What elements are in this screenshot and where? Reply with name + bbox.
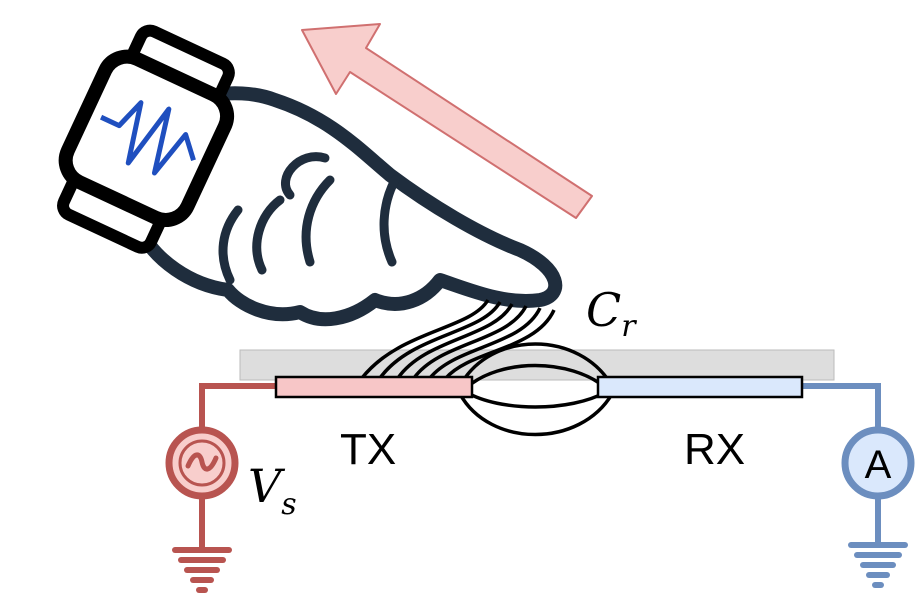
- tx-electrode: [274, 375, 474, 399]
- rx-electrode: [596, 375, 804, 399]
- smartwatch-icon: [57, 24, 235, 254]
- ground-icon: [848, 542, 908, 588]
- rx-circuit: A: [596, 375, 915, 588]
- ground-icon: [172, 547, 232, 593]
- pointing-hand-icon: [124, 86, 563, 327]
- electrode-field-lines: [458, 342, 614, 437]
- ac-voltage-source-icon: [165, 426, 239, 500]
- source-voltage-label: Vs: [248, 459, 297, 522]
- finger-field-lines: [360, 299, 556, 380]
- coupling-capacitance-symbol: C: [586, 283, 621, 337]
- rx-label: RX: [684, 425, 745, 474]
- tx-label: TX: [340, 425, 396, 474]
- ammeter-icon: A: [841, 426, 915, 500]
- coupling-capacitance-label: Cr: [586, 283, 637, 344]
- source-voltage-subscript: s: [281, 487, 296, 522]
- rx-wire: [802, 383, 881, 430]
- ammeter-label: A: [865, 443, 892, 487]
- source-voltage-symbol: V: [248, 459, 286, 513]
- tx-wire: [199, 383, 276, 430]
- tx-circuit: [165, 375, 474, 593]
- coupling-capacitance-subscript: r: [621, 309, 637, 344]
- motion-arrow-icon: [301, 23, 593, 219]
